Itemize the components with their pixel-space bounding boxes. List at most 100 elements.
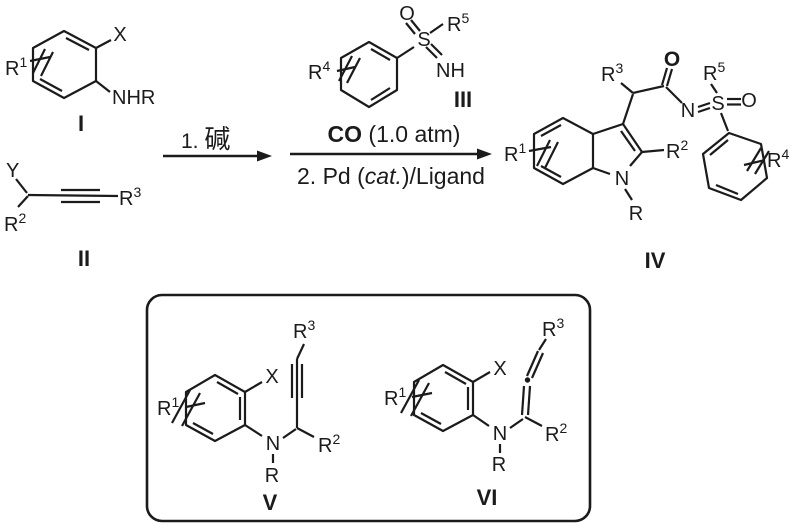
superscript: 5 bbox=[717, 59, 725, 75]
text-run: cat. bbox=[365, 163, 402, 189]
step1-conditions: 1. 碱 bbox=[181, 124, 230, 154]
structure-III-bonds bbox=[336, 19, 444, 109]
bond bbox=[27, 193, 119, 198]
cmpd1-label: I bbox=[78, 111, 84, 136]
step2-conditions: 2. Pd (cat.)/Ligand bbox=[297, 163, 485, 189]
double-bond bbox=[410, 19, 421, 32]
cmpd6-x-label: X bbox=[493, 358, 506, 380]
bond bbox=[622, 123, 643, 153]
text-run: R bbox=[666, 141, 680, 163]
variable-position-tick bbox=[746, 147, 762, 172]
benzene-ring bbox=[412, 363, 475, 433]
reaction-arrow-2 bbox=[290, 148, 492, 160]
text-run: R bbox=[504, 144, 518, 166]
superscript: 3 bbox=[133, 184, 141, 200]
text-run: R bbox=[629, 203, 643, 225]
double-bond bbox=[709, 139, 729, 156]
bond bbox=[429, 23, 444, 34]
text-run: R bbox=[384, 388, 398, 410]
bond bbox=[282, 428, 297, 439]
double-bond bbox=[420, 412, 442, 425]
text-run: O bbox=[399, 3, 415, 25]
benzene-ring bbox=[184, 373, 247, 443]
structure-V-bonds bbox=[171, 343, 315, 463]
double-bond bbox=[430, 43, 443, 56]
text-run: N bbox=[266, 433, 280, 455]
double-bond bbox=[216, 381, 239, 395]
text-run: NHR bbox=[112, 87, 155, 109]
cmpd6-r2-label: R2 bbox=[545, 420, 567, 446]
text-run: IV bbox=[645, 248, 666, 273]
cmpd4-r3-label: R3 bbox=[601, 60, 623, 86]
text-run: R bbox=[601, 64, 615, 86]
bond bbox=[719, 112, 730, 132]
double-bond bbox=[192, 422, 214, 435]
text-run: N bbox=[493, 423, 507, 445]
bond bbox=[621, 93, 635, 125]
text-run: O bbox=[664, 48, 680, 71]
text-run: X bbox=[493, 358, 506, 380]
text-run: VI bbox=[477, 485, 498, 510]
cmpd6-r3-label: R3 bbox=[542, 315, 564, 341]
bond bbox=[296, 343, 305, 360]
text-run: 1. bbox=[181, 130, 204, 153]
cmpd5-x-label: X bbox=[265, 366, 278, 388]
text-run: R bbox=[447, 14, 461, 36]
bond bbox=[710, 83, 718, 94]
arrow-head bbox=[477, 148, 492, 160]
cmpd4-r2-label: R2 bbox=[666, 137, 688, 163]
text-run: S bbox=[711, 93, 724, 115]
text-run: R bbox=[4, 214, 18, 236]
bond bbox=[632, 84, 665, 95]
superscript: 2 bbox=[332, 431, 340, 447]
cmpd3-o-label: O bbox=[399, 3, 415, 25]
text-run: NH bbox=[436, 60, 465, 82]
double-bond bbox=[620, 130, 636, 152]
bond bbox=[396, 46, 415, 59]
text-run: R bbox=[703, 63, 717, 85]
text-run: I bbox=[78, 111, 84, 136]
structure-II-bonds bbox=[15, 178, 119, 208]
text-run: R bbox=[265, 465, 279, 487]
structure-IV-bonds bbox=[528, 67, 770, 202]
cmpd6-n-label: N bbox=[493, 423, 507, 445]
bond bbox=[665, 86, 683, 104]
intermediates-box bbox=[145, 293, 592, 523]
text-run: R bbox=[157, 398, 171, 420]
double-bond bbox=[540, 124, 562, 137]
cmpd4-r1-label: R1 bbox=[504, 140, 526, 166]
bond bbox=[624, 188, 633, 201]
cmpd2-label: II bbox=[78, 246, 90, 271]
double-bond bbox=[65, 37, 90, 51]
text-run: Y bbox=[6, 160, 19, 182]
text-run: CO bbox=[328, 121, 363, 147]
cmpd4-s-label: S bbox=[711, 93, 724, 115]
text-run: N bbox=[681, 100, 695, 122]
text-run: 碱 bbox=[204, 124, 230, 154]
bond bbox=[509, 418, 524, 429]
variable-position-tick bbox=[32, 48, 46, 74]
superscript: 1 bbox=[398, 384, 406, 400]
cmpd1-x-label: X bbox=[113, 24, 126, 46]
bond bbox=[185, 401, 206, 409]
superscript: 3 bbox=[615, 60, 623, 76]
structure-I-bonds bbox=[29, 29, 112, 100]
bond bbox=[472, 371, 491, 383]
benzene-ring bbox=[532, 116, 595, 186]
benzene-ring bbox=[339, 40, 399, 109]
text-run: R bbox=[318, 435, 332, 457]
bond bbox=[592, 166, 611, 176]
cmpd3-nh-label: NH bbox=[436, 60, 465, 82]
text-run: 2. Pd ( bbox=[297, 163, 365, 189]
cmpd4-o-sulfoxide-label: O bbox=[741, 90, 757, 112]
cmpd6-label: VI bbox=[477, 485, 498, 510]
cmpd5-n-label: N bbox=[266, 433, 280, 455]
co-conditions: CO (1.0 atm) bbox=[328, 121, 461, 147]
variable-position-tick bbox=[346, 57, 361, 84]
cmpd4-n-imide-label: N bbox=[681, 100, 695, 122]
text-run: )/Ligand bbox=[402, 163, 485, 189]
text-run: R bbox=[119, 188, 133, 210]
text-run: II bbox=[78, 246, 90, 271]
